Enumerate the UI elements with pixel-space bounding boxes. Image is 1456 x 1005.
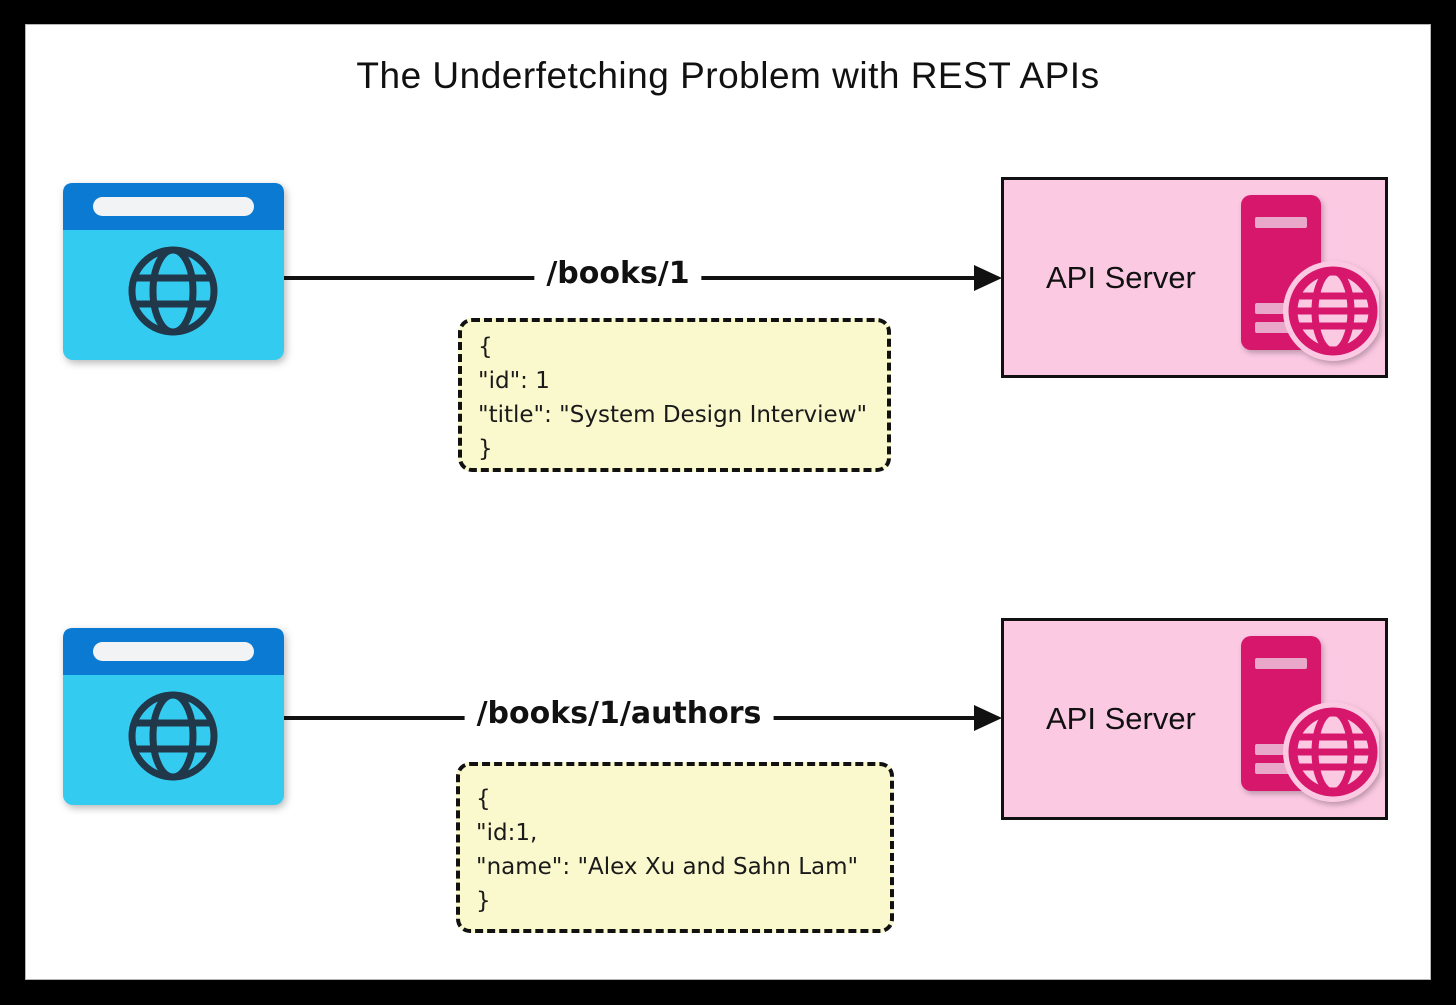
response-note: { "id": 1 "title": "System Design Interv… xyxy=(458,318,891,472)
api-server-label: API Server xyxy=(1046,259,1196,295)
response-line: } xyxy=(478,436,493,462)
arrowhead-icon xyxy=(974,705,1002,731)
diagram-title: The Underfetching Problem with REST APIs xyxy=(356,55,1100,96)
response-line: "id": 1 xyxy=(478,368,550,394)
response-note: { "id:1, "name": "Alex Xu and Sahn Lam" … xyxy=(456,762,894,933)
browser-window-icon xyxy=(63,628,284,805)
api-server-box: API Server xyxy=(1001,618,1388,820)
response-line: } xyxy=(476,888,491,914)
api-server-label: API Server xyxy=(1046,701,1196,736)
address-bar xyxy=(93,197,254,216)
response-line: "id:1, xyxy=(476,820,538,846)
server-tower-globe-icon xyxy=(1241,194,1379,361)
server-tower-globe-icon xyxy=(1241,636,1379,802)
response-line: { xyxy=(478,334,493,360)
address-bar xyxy=(93,642,254,661)
arrowhead-icon xyxy=(974,265,1002,291)
response-line: "title": "System Design Interview" xyxy=(478,402,868,428)
globe-icon xyxy=(128,246,218,336)
globe-icon xyxy=(1288,266,1378,355)
globe-icon xyxy=(128,691,218,781)
request-endpoint: /books/1/authors xyxy=(464,696,774,731)
diagram-canvas: The Underfetching Problem with REST APIs… xyxy=(25,24,1431,980)
api-server-box: API Server xyxy=(1001,177,1388,378)
globe-icon xyxy=(1288,707,1378,797)
browser-window-icon xyxy=(63,183,284,360)
request-endpoint: /books/1 xyxy=(534,256,702,291)
response-line: { xyxy=(476,786,491,812)
response-line: "name": "Alex Xu and Sahn Lam" xyxy=(476,854,859,880)
